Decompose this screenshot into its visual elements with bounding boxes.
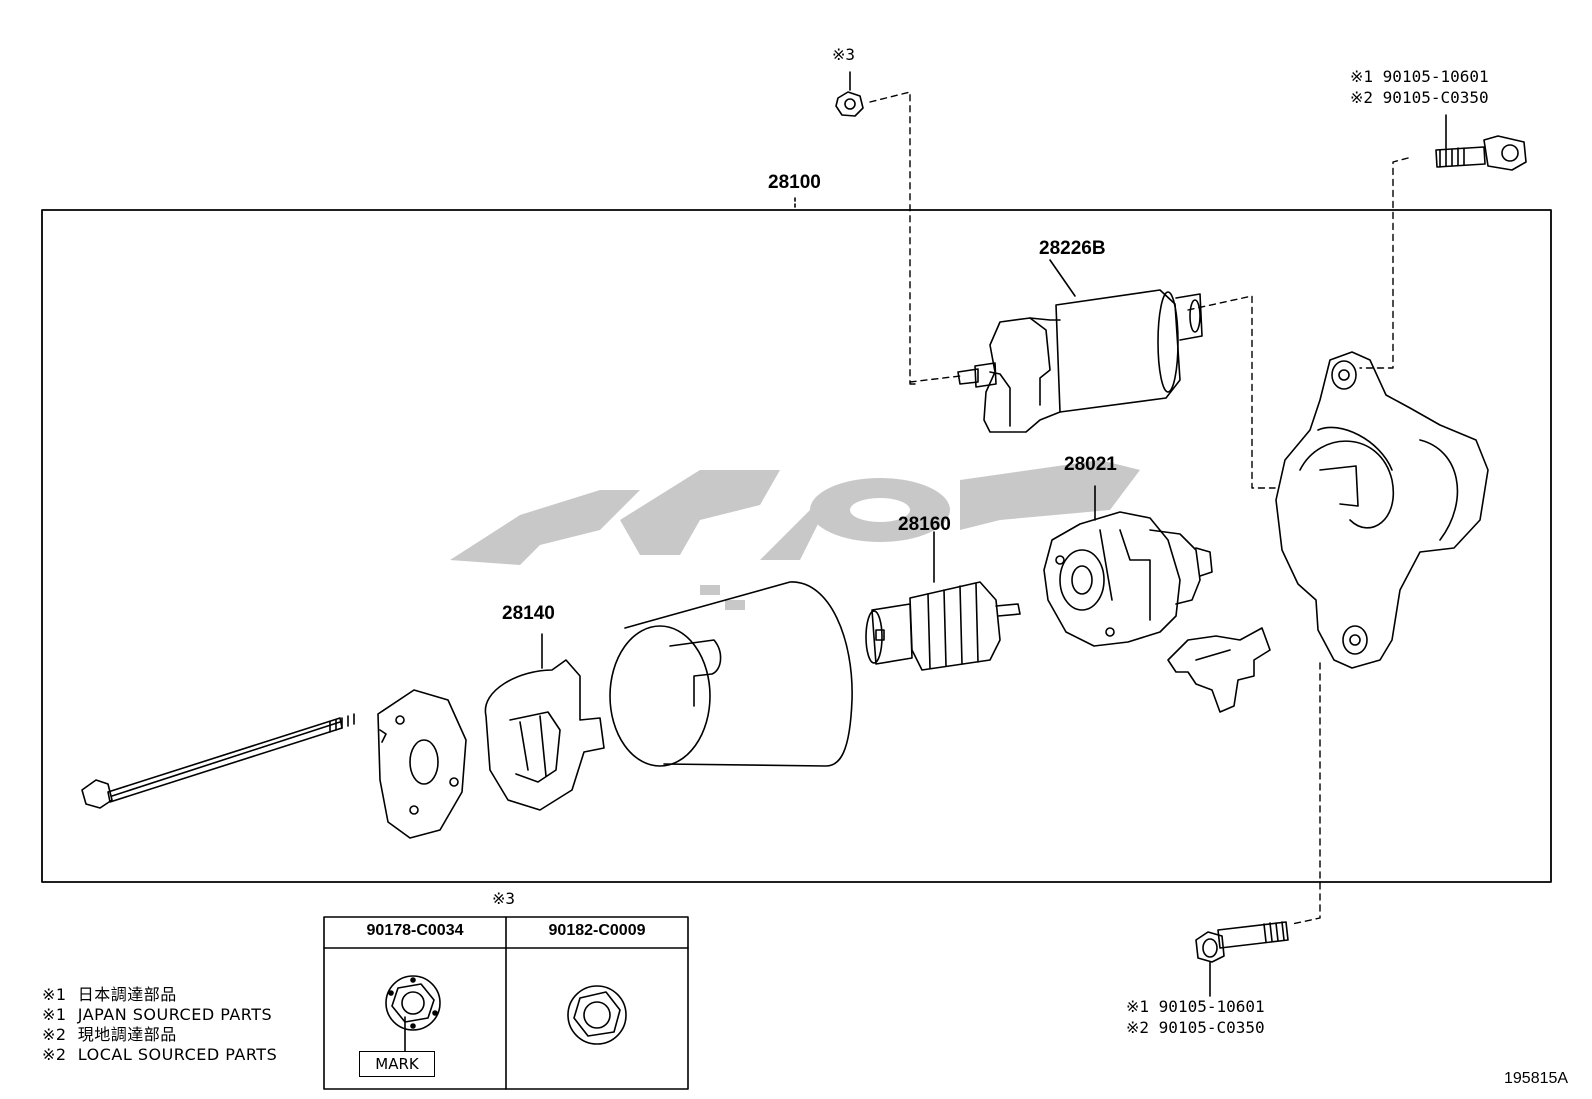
leader-lines xyxy=(869,91,1409,925)
label-28226b: 28226B xyxy=(1039,238,1106,259)
solenoid-part xyxy=(957,259,1203,433)
label-28021: 28021 xyxy=(1064,454,1117,475)
label-top-nut-ref: ※3 xyxy=(832,45,856,64)
note-2: ※1 JAPAN SOURCED PARTS xyxy=(42,1005,273,1024)
drive-housing-part xyxy=(1275,351,1489,669)
nut-table-frame xyxy=(323,916,689,1090)
note-3: ※2 現地調達部品 xyxy=(42,1025,177,1044)
label-top-bolt-1: ※1 90105-10601 xyxy=(1350,67,1489,86)
label-top-bolt-2: ※2 90105-C0350 xyxy=(1350,88,1489,107)
armature-part xyxy=(865,531,1021,671)
top-nut-icon xyxy=(835,71,864,117)
commutator-end-part xyxy=(1043,485,1213,647)
note-1: ※1 日本調達部品 xyxy=(42,985,177,1004)
flange-nut-icon xyxy=(567,985,627,1045)
shift-lever-part xyxy=(1167,627,1271,713)
assembly-frame xyxy=(41,209,1552,883)
label-28140: 28140 xyxy=(502,603,555,624)
top-bolt-icon xyxy=(1435,114,1527,171)
diagram-ref-code: 195815A xyxy=(1504,1070,1569,1087)
nut-table-col1-part: 90178-C0034 xyxy=(366,922,464,939)
bottom-bolt-icon xyxy=(1195,921,1289,997)
label-bottom-bolt-1: ※1 90105-10601 xyxy=(1126,997,1265,1016)
watermark-logo xyxy=(450,460,1140,610)
mark-label: MARK xyxy=(359,1051,435,1077)
end-plate-part xyxy=(377,689,467,839)
nut-table-col2-part: 90182-C0009 xyxy=(548,922,646,939)
through-bolt-part xyxy=(81,713,355,809)
label-28160: 28160 xyxy=(898,514,951,535)
label-bottom-bolt-2: ※2 90105-C0350 xyxy=(1126,1018,1265,1037)
brush-holder-part xyxy=(484,633,605,811)
label-nut-table-ref: ※3 xyxy=(492,889,516,908)
label-28100: 28100 xyxy=(768,172,821,193)
yoke-part xyxy=(609,581,853,767)
note-4: ※2 LOCAL SOURCED PARTS xyxy=(42,1045,278,1064)
flange-nut-with-mark-icon xyxy=(385,975,441,1053)
